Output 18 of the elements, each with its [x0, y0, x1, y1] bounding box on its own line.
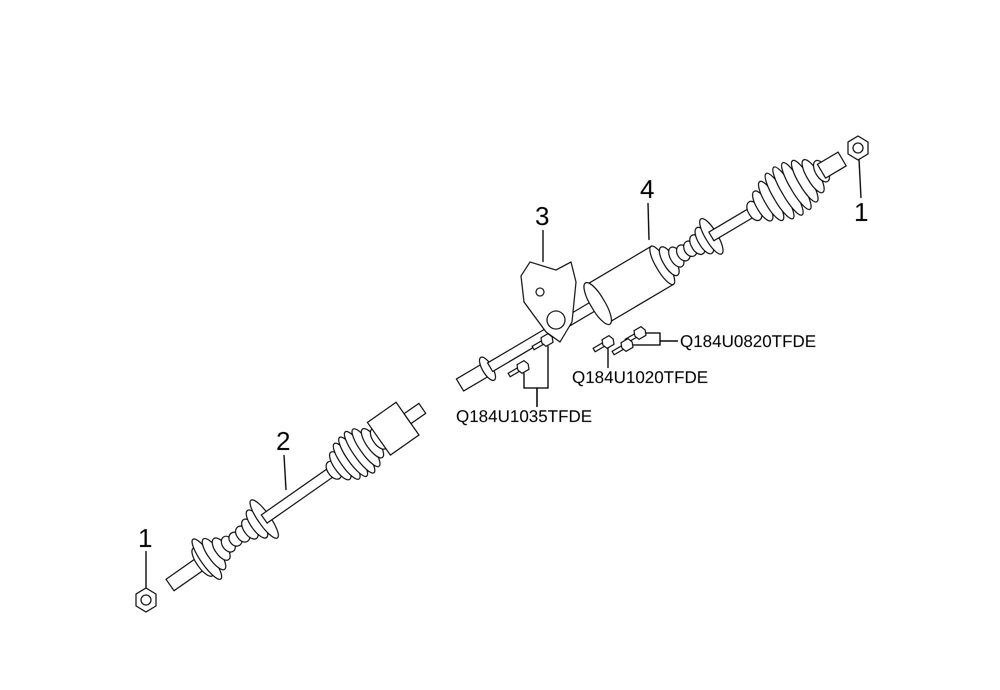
leader-line — [145, 551, 147, 590]
callout-number: 1 — [854, 199, 868, 225]
leader-line — [542, 230, 544, 262]
callout-number: 2 — [276, 428, 290, 454]
callout-number: 1 — [138, 525, 152, 551]
leader-line — [858, 158, 862, 198]
leader-line — [536, 346, 549, 407]
leader-line — [647, 202, 650, 240]
leader-line — [607, 348, 609, 368]
callout-number: 4 — [640, 176, 654, 202]
part-number: Q184U1020TFDE — [572, 369, 708, 386]
leader-line — [633, 340, 678, 346]
part-number: Q184U0820TFDE — [680, 333, 816, 350]
callout-number: 3 — [535, 203, 550, 229]
lock-nut-drawing — [847, 135, 869, 161]
part-number: Q184U1035TFDE — [456, 408, 592, 425]
lock-nut-drawing — [135, 587, 157, 613]
leader-line — [283, 454, 287, 490]
